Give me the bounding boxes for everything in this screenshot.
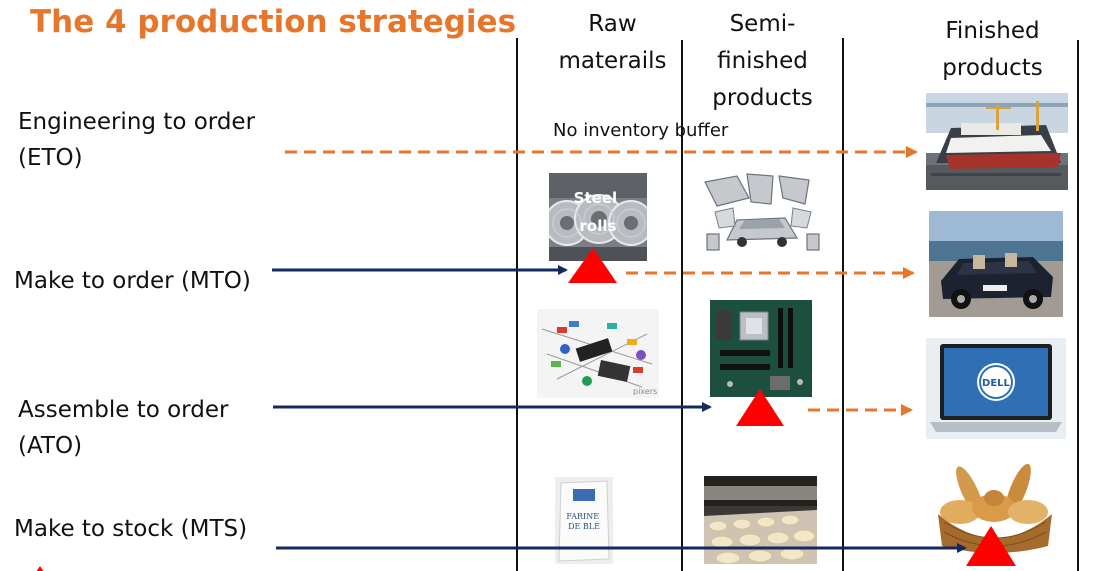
column-header-semi-finished: Semi- finished products [712,11,813,111]
mto-buffer-triangle [568,248,617,283]
bottom-edge-triangle [36,566,44,571]
column-divider-2 [681,40,683,571]
ato-buffer-triangle [736,389,784,426]
no-inventory-buffer-note: No inventory buffer [553,120,729,141]
steel-rolls-label: Steel rolls [574,189,623,235]
column-divider-4 [1077,40,1079,571]
cruise-ship-image [926,93,1068,190]
row-label-mto: Make to order (MTO) [14,268,251,294]
row-label-eto: Engineering to order (ETO) [18,109,256,171]
row-label-mts: Make to stock (MTS) [14,516,248,542]
convertible-car-image [929,211,1063,317]
electronic-components-image: pixers [537,309,659,398]
steel-rolls-image: Steel rolls [549,173,647,261]
motherboard-image [710,300,812,397]
page-title: The 4 production strategies [30,4,517,40]
dell-logo: DELL [982,378,1011,389]
mts-buffer-triangle [966,526,1016,566]
column-header-raw-materials: Raw materails [558,11,667,74]
watermark-text: pixers [633,387,657,396]
car-parts-image [697,168,828,260]
column-divider-1 [516,38,518,571]
bread-basket-image [930,462,1060,554]
flour-bag-label: FARINE DE BLÉ [566,512,601,531]
dell-laptop-image: DELL [926,338,1066,439]
column-header-finished: Finished products [942,18,1043,81]
row-label-ato: Assemble to order (ATO) [18,397,229,459]
column-divider-3 [842,38,844,571]
